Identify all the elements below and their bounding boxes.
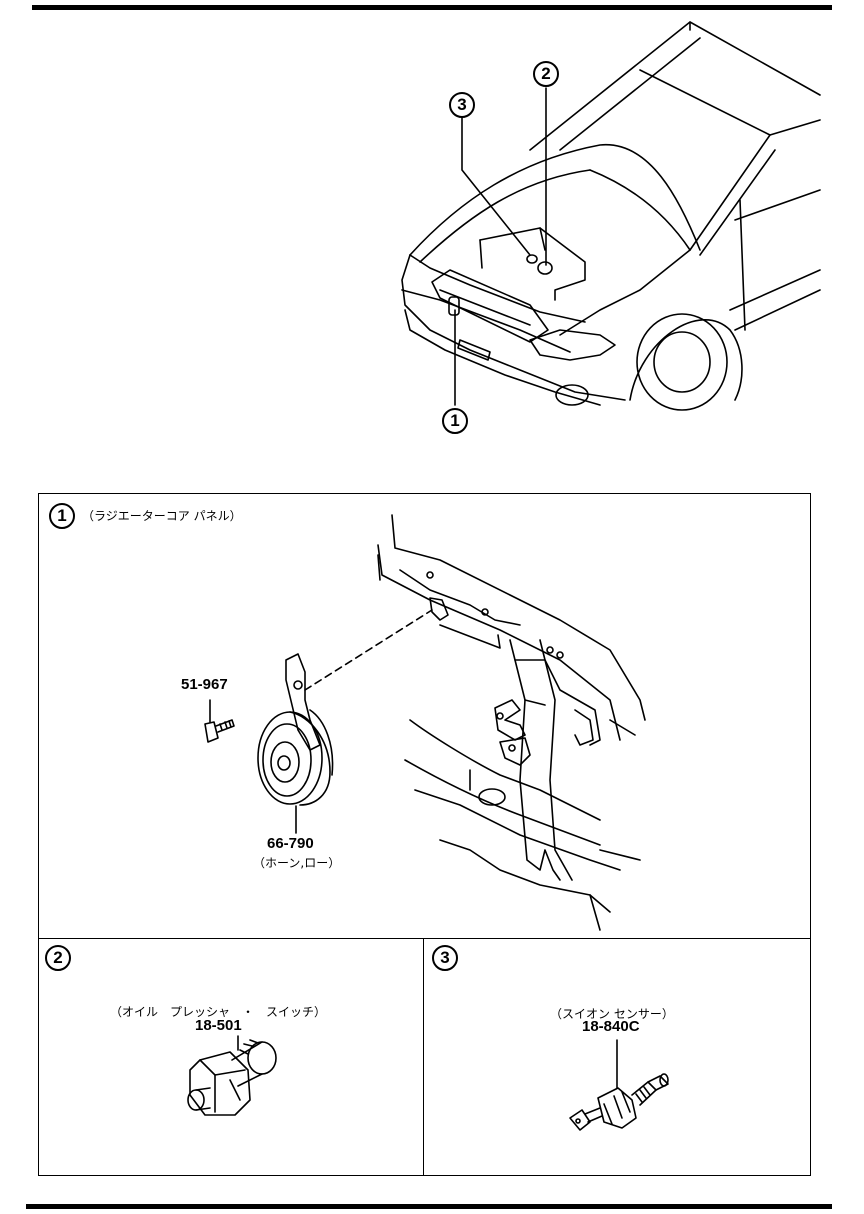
- overview-callout-2: 2: [533, 61, 559, 87]
- overview-callout-3: 3: [449, 92, 475, 118]
- part-51-967-code: 51-967: [181, 676, 228, 693]
- panel-3-number: 3: [432, 945, 458, 971]
- panel-2-number: 2: [45, 945, 71, 971]
- car-overview-drawing: [0, 0, 864, 460]
- panel-3-frame: [423, 938, 811, 1176]
- panel-2-desc: （オイル プレッシャ ・ スイッチ）: [110, 1005, 327, 1019]
- top-rule: [32, 5, 832, 10]
- overview-callout-1: 1: [442, 408, 468, 434]
- part-66-790-desc: （ホーン,ロー）: [253, 856, 341, 870]
- panel-1-title: （ラジエーターコア パネル）: [82, 509, 242, 523]
- bottom-rule: [26, 1204, 832, 1209]
- part-18-840c-code: 18-840C: [582, 1018, 640, 1035]
- panel-3-desc: （スイオン センサー）: [550, 1007, 674, 1021]
- part-66-790-code: 66-790: [267, 835, 314, 852]
- panel-1-number: 1: [49, 503, 75, 529]
- part-18-501-code: 18-501: [195, 1017, 242, 1034]
